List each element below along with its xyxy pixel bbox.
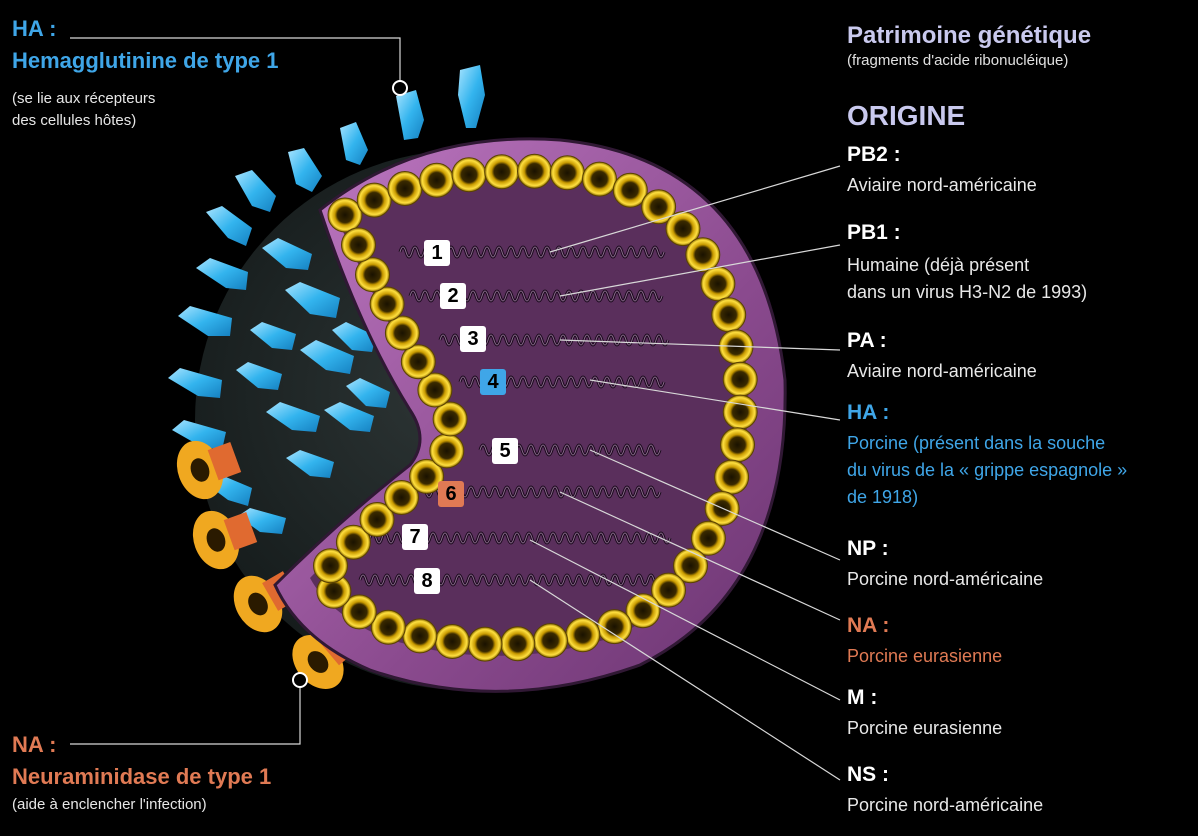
ha-label-name: Hemagglutinine de type 1	[12, 48, 279, 74]
segment-number-badge: 1	[424, 240, 450, 266]
segment-desc: Porcine eurasienne	[847, 715, 1002, 742]
capsomere	[583, 162, 617, 196]
origin-heading: ORIGINE	[847, 100, 965, 132]
genome-title: Patrimoine génétique	[847, 22, 1091, 50]
segment-desc: du virus de la « grippe espagnole »	[847, 457, 1127, 484]
capsomere	[452, 158, 486, 192]
capsomere	[566, 618, 600, 652]
capsomere	[501, 627, 535, 661]
segment-name: PB1 :	[847, 221, 901, 245]
capsomere	[485, 155, 519, 189]
capsomere	[435, 625, 469, 659]
segment-desc: Humaine (déjà présent	[847, 252, 1029, 279]
segment-number-badge: 5	[492, 438, 518, 464]
na-label-name: Neuraminidase de type 1	[12, 764, 271, 790]
segment-name: M :	[847, 686, 877, 710]
capsomere	[356, 258, 390, 292]
segment-desc: Aviaire nord-américaine	[847, 172, 1037, 199]
capsomere	[723, 395, 757, 429]
capsomere	[550, 156, 584, 190]
segment-number-badge: 4	[480, 369, 506, 395]
segment-name: NS :	[847, 763, 889, 787]
capsomere	[328, 198, 362, 232]
capsomere	[342, 228, 376, 262]
ha-label-desc-1: (se lie aux récepteurs	[12, 88, 155, 110]
capsomere	[388, 172, 422, 206]
segment-desc: dans un virus H3-N2 de 1993)	[847, 279, 1087, 306]
genome-subtitle: (fragments d'acide ribonucléique)	[847, 52, 1068, 69]
segment-desc: Aviaire nord-américaine	[847, 358, 1037, 385]
capsomere	[420, 163, 454, 197]
segment-name: HA :	[847, 401, 889, 425]
segment-name: NP :	[847, 537, 889, 561]
segment-name: NA :	[847, 614, 889, 638]
segment-name: PA :	[847, 329, 887, 353]
capsomere	[403, 619, 437, 653]
segment-desc: Porcine (présent dans la souche	[847, 430, 1105, 457]
ha-label-desc-2: des cellules hôtes)	[12, 110, 136, 132]
capsomere	[534, 624, 568, 658]
capsomere	[715, 460, 749, 494]
capsomere	[357, 183, 391, 217]
segment-number-badge: 6	[438, 481, 464, 507]
capsomere	[518, 154, 552, 188]
segment-number-badge: 8	[414, 568, 440, 594]
capsomere	[712, 298, 746, 332]
segment-desc: Porcine eurasienne	[847, 643, 1002, 670]
capsomere	[701, 267, 735, 301]
capsomere	[468, 627, 502, 661]
segment-number-badge: 7	[402, 524, 428, 550]
segment-number-badge: 2	[440, 283, 466, 309]
segment-name: PB2 :	[847, 143, 901, 167]
segment-desc: Porcine nord-américaine	[847, 792, 1043, 819]
capsomere	[430, 434, 464, 468]
capsomere	[370, 287, 404, 321]
segment-number-badge: 3	[460, 326, 486, 352]
segment-desc: de 1918)	[847, 484, 918, 511]
na-label-desc: (aide à enclencher l'infection)	[12, 796, 207, 813]
capsomere	[723, 362, 757, 396]
capsomere	[721, 428, 755, 462]
ha-label-title: HA :	[12, 16, 56, 42]
na-label-title: NA :	[12, 732, 56, 758]
segment-desc: Porcine nord-américaine	[847, 566, 1043, 593]
